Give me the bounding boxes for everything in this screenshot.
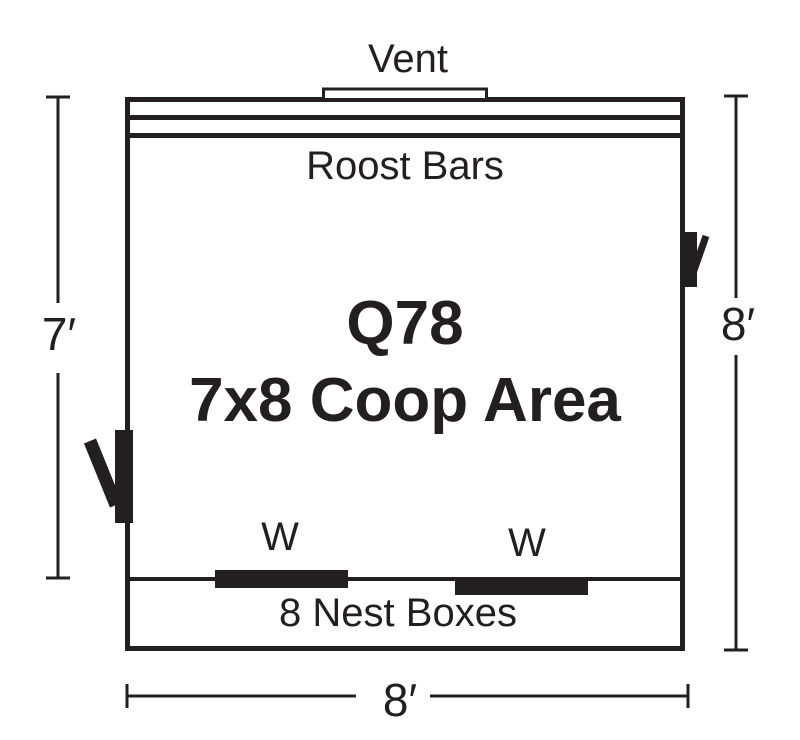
dimension-right-label: 8′	[720, 298, 756, 350]
dimension-bottom-label: 8′	[382, 674, 418, 726]
right-door-swing	[688, 234, 710, 278]
dim-line-left	[46, 95, 70, 580]
left-door-swing	[83, 438, 123, 508]
window-2-label: W	[508, 521, 546, 565]
left-door-panel	[115, 430, 133, 523]
roost-bars-label: Roost Bars	[306, 144, 504, 188]
left-door-symbol	[83, 430, 133, 523]
dim-line-right	[724, 94, 748, 652]
plan-subtitle: 7x8 Coop Area	[189, 366, 621, 435]
window-1-rect	[215, 570, 348, 588]
right-door-symbol	[684, 232, 710, 287]
dimension-left-label: 7′	[41, 308, 77, 360]
window-2-rect	[455, 578, 588, 595]
vent-label: Vent	[367, 37, 449, 81]
dim-line-bottom	[125, 684, 690, 708]
vent-rect	[322, 87, 488, 101]
window-1-label: W	[261, 515, 299, 559]
nest-boxes-label: 8 Nest Boxes	[279, 591, 517, 635]
plan-title: Q78	[346, 289, 464, 358]
